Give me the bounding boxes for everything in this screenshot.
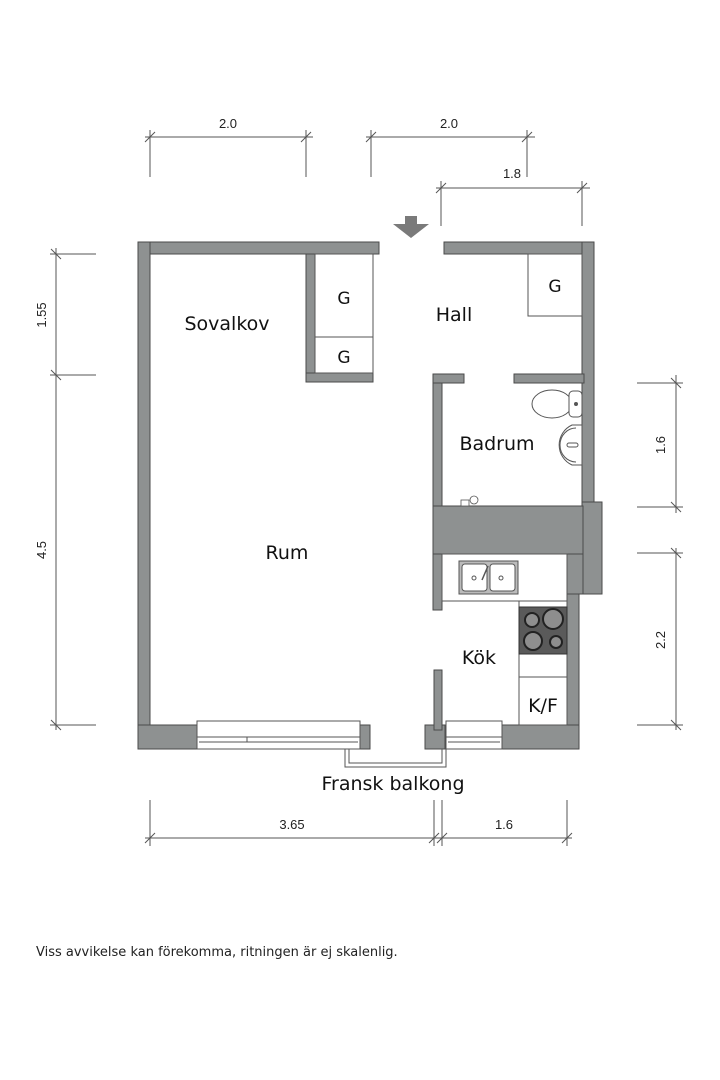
- dim-left-lower: 4.5: [34, 541, 49, 559]
- disclaimer-text: Viss avvikelse kan förekomma, ritningen …: [36, 945, 398, 960]
- room-label-sovalkov: Sovalkov: [184, 313, 269, 335]
- dim-right-upper: 1.6: [653, 436, 668, 454]
- closets: [314, 253, 583, 374]
- dim-top-right: 1.8: [503, 166, 521, 181]
- toilet-icon: [531, 389, 583, 419]
- dim-left-upper: 1.55: [34, 302, 49, 327]
- french-balcony: [344, 749, 447, 768]
- dimension-lines: [50, 130, 683, 846]
- closet-label: G: [337, 348, 350, 368]
- floor-drain-icon: [460, 495, 479, 507]
- dim-top-left: 2.0: [219, 116, 237, 131]
- closet-label: G: [548, 277, 561, 297]
- entrance-arrow-icon: [393, 216, 429, 238]
- room-label-kok: Kök: [462, 647, 496, 669]
- kitchen-counter: [441, 553, 568, 726]
- fridge-freezer-label: K/F: [528, 695, 558, 717]
- room-label-rum: Rum: [266, 542, 309, 564]
- dim-right-lower: 2.2: [653, 631, 668, 649]
- balcony-label: Fransk balkong: [321, 773, 464, 795]
- stove-icon: [518, 606, 568, 655]
- sink-double-icon: [458, 560, 519, 595]
- dim-bottom-left: 3.65: [279, 817, 304, 832]
- windows: [196, 720, 503, 750]
- dim-bottom-right: 1.6: [495, 817, 513, 832]
- walls: [137, 241, 603, 750]
- room-label-badrum: Badrum: [459, 433, 534, 455]
- room-label-hall: Hall: [436, 304, 473, 326]
- dim-top-middle: 2.0: [440, 116, 458, 131]
- closet-label: G: [337, 289, 350, 309]
- sink-icon: [558, 424, 583, 466]
